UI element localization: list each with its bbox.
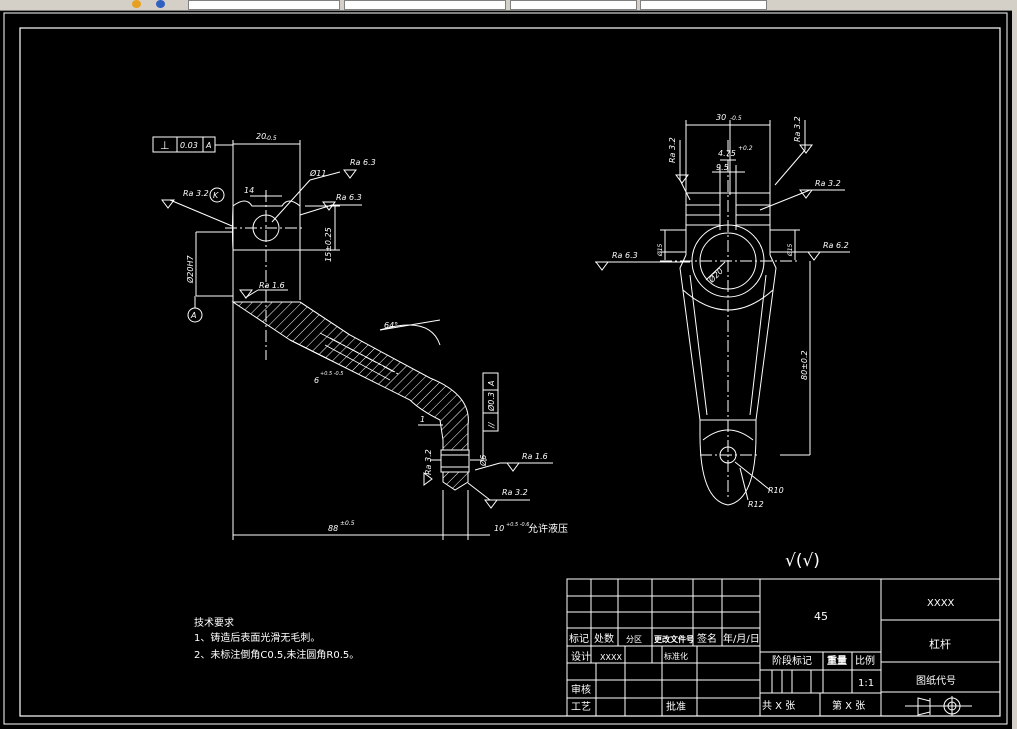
left-tolerance-frame <box>152 136 233 153</box>
scale-label: 比例 <box>855 654 875 667</box>
dim-475: 4.75 <box>718 149 736 158</box>
dim-475-tol: +0.2 <box>738 145 753 152</box>
left-view <box>161 140 553 540</box>
dim-10-tol: +0.5 -0.6 <box>506 522 530 528</box>
row-label-date: 年/月/日 <box>723 632 760 645</box>
datum-label: A <box>190 311 196 320</box>
review-label: 审核 <box>571 683 591 696</box>
tech-line-1: 1、铸造后表面光滑无毛刺。 <box>194 631 320 644</box>
ra-pin: Ra 1.6 <box>522 452 548 461</box>
drawing-no-label: 图纸代号 <box>916 674 956 687</box>
dim-hole: Ø11 <box>309 168 326 178</box>
ra-tr: Ra 3.2 <box>793 116 802 142</box>
dim-l5: Ø15 <box>657 243 664 257</box>
ra-left: Ra 3.2 <box>183 189 209 198</box>
dim-height: 15±0.25 <box>324 227 333 262</box>
ra-bottom: Ra 3.2 <box>502 488 528 497</box>
dim-bore: Ø20H7 <box>185 255 195 284</box>
ra-tl: Ra 3.2 <box>668 137 677 163</box>
dim-pin: Ø6 <box>478 455 488 467</box>
toolbar-icon-blue[interactable] <box>156 0 165 8</box>
tol-datum: A <box>205 141 211 150</box>
row-label-sign: 签名 <box>697 632 717 645</box>
tol-value: 0.03 <box>180 141 198 150</box>
surface-symbol: √(√) <box>785 551 820 571</box>
lineweight-dropdown[interactable] <box>640 0 767 10</box>
k-circle <box>209 187 225 203</box>
standard-label: 标准化 <box>664 651 688 661</box>
ra-mid: Ra 6.3 <box>336 193 362 202</box>
color-dropdown[interactable] <box>344 0 506 10</box>
dim-10: 10 <box>494 524 504 533</box>
k-label: K <box>213 191 219 200</box>
dim-30: 30 <box>716 113 726 122</box>
inner-border <box>19 27 1001 717</box>
design-label: 设计 <box>571 650 591 663</box>
app-toolbar <box>0 0 1017 11</box>
angle-64: 64° <box>384 321 398 330</box>
row-label-mark: 标记 <box>569 633 589 645</box>
right-view <box>595 120 850 506</box>
web-tol: +0.5 -0.5 <box>320 371 344 377</box>
stage-label: 阶段标记 <box>772 654 812 667</box>
row-label-count: 处数 <box>594 632 614 645</box>
company: XXXX <box>927 598 955 609</box>
designer: XXXX <box>600 653 622 662</box>
row-label-zone: 分区 <box>626 635 642 644</box>
outer-border <box>3 12 1008 725</box>
dim-width: 20 <box>256 132 266 141</box>
r12-label: R12 <box>748 500 764 509</box>
web-dim: 6 <box>314 376 319 385</box>
parallel-symbol: // <box>487 421 496 429</box>
ra-side: Ra 3.2 <box>424 449 433 475</box>
ra-left-63: Ra 6.3 <box>612 251 638 260</box>
r10-label: R10 <box>768 486 784 495</box>
ra-lower: Ra 1.6 <box>259 281 285 290</box>
approve-label: 批准 <box>666 700 686 713</box>
dim-30-tol: -0.5 <box>730 115 742 122</box>
sheets-total: 共 X 张 <box>762 700 795 712</box>
dim-r5: Ø15 <box>787 243 794 257</box>
ra-62: Ra 6.2 <box>823 241 849 250</box>
parallel-datum: A <box>487 381 496 387</box>
tol-symbol: ⊥ <box>160 139 170 152</box>
ra-right: Ra 3.2 <box>815 179 841 188</box>
part-name: 杠杆 <box>929 637 951 651</box>
tech-heading: 技术要求 <box>194 616 234 629</box>
row-label-change-doc: 更改文件号 <box>654 634 694 644</box>
dim-14: 14 <box>244 186 254 195</box>
tech-line-2: 2、未标注倒角C0.5,未注圆角R0.5。 <box>194 648 359 661</box>
drawing-canvas[interactable]: ⊥ 0.03 A A Ø0.3 // K A 20 -0.5 14 Ø11 Ra… <box>0 10 1012 729</box>
linetype-dropdown[interactable] <box>510 0 637 10</box>
parallel-frame <box>482 372 499 432</box>
press-note: 允许液压 <box>528 522 568 535</box>
dim-width-tol: -0.5 <box>265 135 277 142</box>
sheet-no: 第 X 张 <box>832 699 865 712</box>
layer-dropdown[interactable] <box>188 0 340 10</box>
weight-label: 重量 <box>827 654 847 667</box>
material: 45 <box>814 610 828 623</box>
parallel-value: Ø0.3 <box>486 392 496 412</box>
dim-bore-right: Ø20 <box>706 266 725 285</box>
dim-1: 1 <box>420 415 425 424</box>
title-block <box>566 578 1001 717</box>
scale-value: 1:1 <box>858 678 874 689</box>
vertical-scrollbar[interactable] <box>1012 0 1017 729</box>
toolbar-icon-orange[interactable] <box>132 0 141 8</box>
dim-length-tol: ±0.5 <box>340 520 355 527</box>
dim-length: 88 <box>328 524 338 533</box>
dim-95: 9.5 <box>716 163 729 172</box>
process-label: 工艺 <box>571 701 591 713</box>
ra-top: Ra 6.3 <box>350 158 376 167</box>
dim-80: 80±0.2 <box>800 350 809 380</box>
